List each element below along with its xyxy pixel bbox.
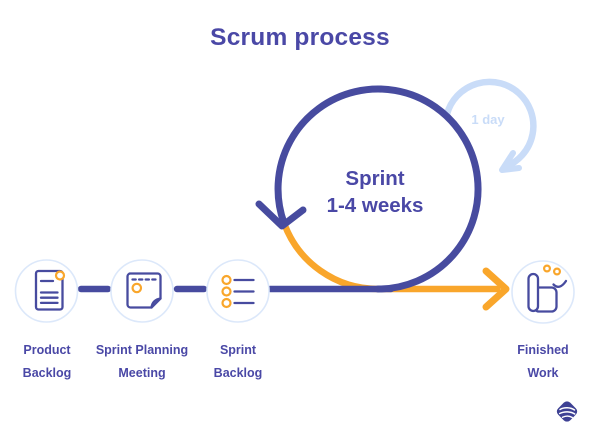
thumbs-up-icon: [527, 264, 568, 313]
step-label-line: Finished: [517, 343, 569, 357]
sticky-note-icon: [126, 272, 162, 309]
step-label-line: Sprint Planning: [95, 343, 189, 357]
step-label-line: Backlog: [22, 366, 72, 380]
step-label-line: Meeting: [118, 366, 166, 380]
document-icon: [34, 269, 66, 311]
step-label-line: Sprint: [219, 343, 257, 357]
step-label-line: Backlog: [213, 366, 263, 380]
step-label-product-backlog: Product Backlog: [0, 339, 107, 385]
flow-arrow-orange: [280, 219, 510, 311]
step-label-sprint-planning-meeting: Sprint Planning Meeting: [82, 339, 202, 385]
sprint-loop-label-line2: 1-4 weeks: [326, 194, 424, 217]
sprint-loop-label: Sprint 1-4 weeks: [275, 165, 475, 219]
page-title: Scrum process: [210, 24, 390, 51]
sprint-loop-circle: [255, 85, 482, 293]
step-label-line: Work: [527, 366, 559, 380]
sprint-loop-label-line1: Sprint: [345, 167, 405, 190]
brand-logo: [556, 401, 578, 422]
step-label-finished-work: Finished Work: [483, 339, 600, 385]
checklist-icon: [221, 274, 255, 309]
daily-loop-arrow: [443, 78, 537, 173]
step-label-line: Product: [23, 343, 71, 357]
daily-loop-label: 1 day: [471, 112, 505, 127]
step-label-sprint-backlog: Sprint Backlog: [178, 339, 298, 385]
